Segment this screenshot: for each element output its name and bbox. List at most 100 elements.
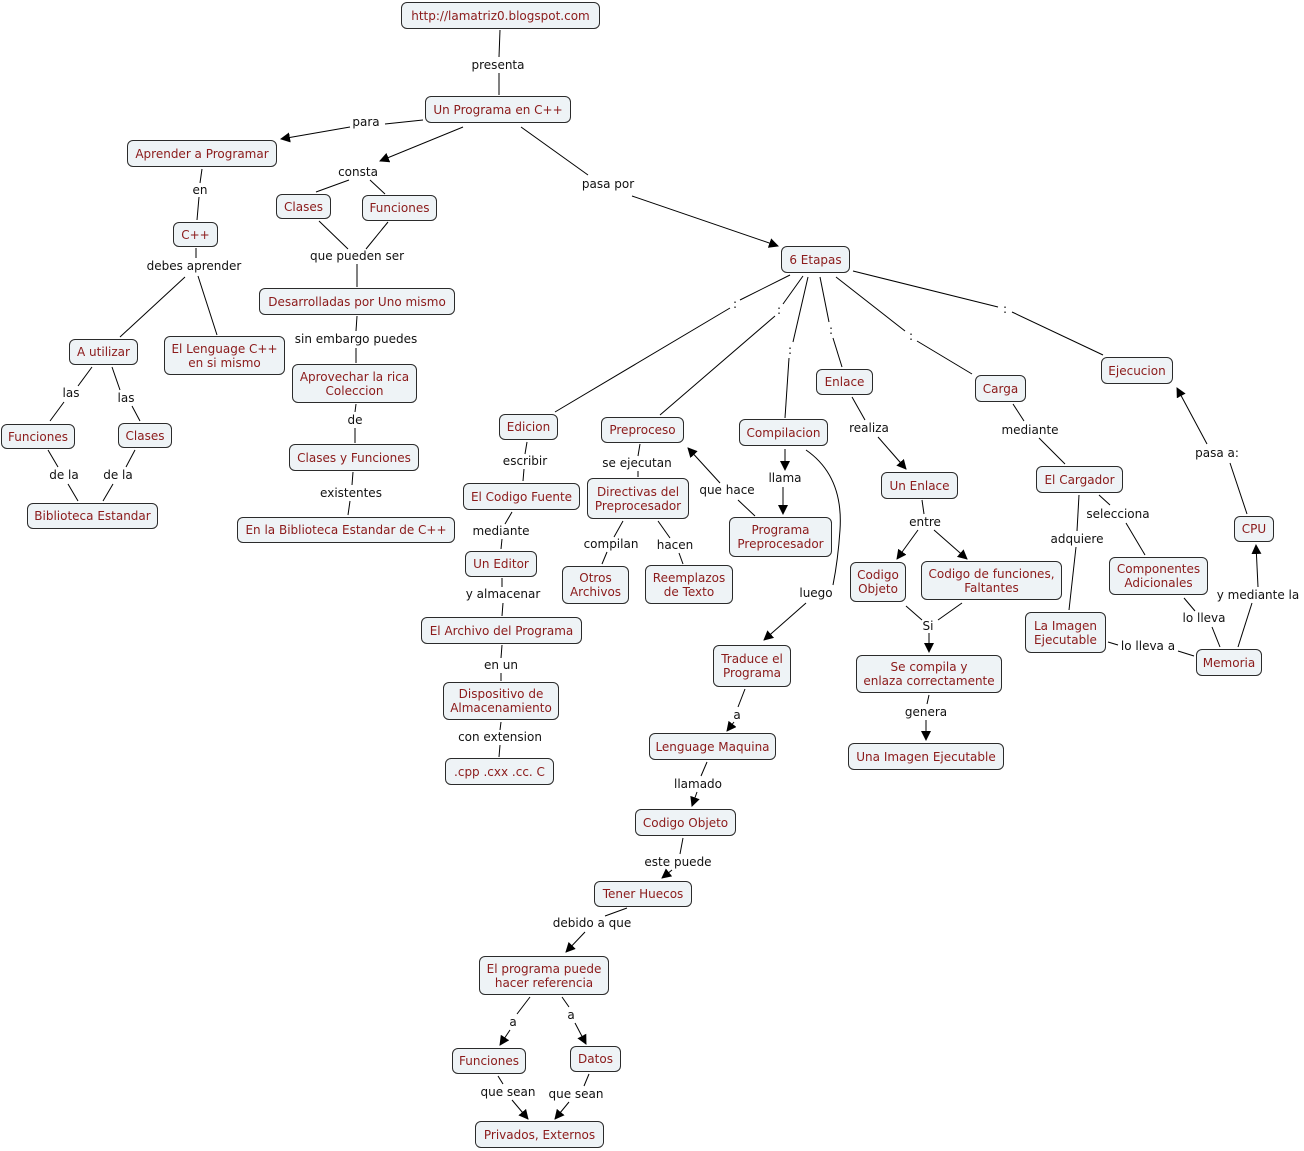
link-label: las [62,386,80,400]
concept-node[interactable]: Directivas del Preprocesador [587,478,689,519]
link-label: llama [768,471,802,485]
line-connector [1229,462,1248,515]
concept-node[interactable]: El programa puede hacer referencia [479,956,609,995]
line-connector [921,499,925,515]
concept-node[interactable]: Enlace [816,369,873,395]
line-connector [67,483,79,502]
concept-node[interactable]: Tener Huecos [594,881,692,907]
concept-node[interactable]: Codigo de funciones, Faltantes [921,561,1062,600]
line-connector [47,449,59,468]
concept-node[interactable]: Dispositivo de Almacenamiento [443,682,559,720]
link-label: entre [909,515,941,529]
concept-node[interactable]: Otros Archivos [562,566,629,604]
concept-node[interactable]: Clases [118,423,172,448]
concept-node[interactable]: Codigo Objeto [635,809,736,836]
arrow-connector [1251,544,1262,588]
arrow-connector [280,126,351,143]
concept-node[interactable]: El Archivo del Programa [421,617,582,644]
concept-node[interactable]: Codigo Objeto [850,562,906,602]
concept-node[interactable]: C++ [173,222,218,247]
concept-node[interactable]: Se compila y enlaza correctamente [856,655,1002,693]
line-connector [916,340,973,375]
curve-connector [805,449,841,586]
line-connector [835,276,906,332]
line-connector [197,275,218,336]
link-label: este puede [644,855,712,869]
link-label: : [787,343,793,357]
line-connector [601,551,608,565]
link-label: lo lleva a [1120,639,1176,653]
concept-node[interactable]: Carga [975,375,1026,402]
concept-node[interactable]: Aprovechar la rica Coleccion [292,364,417,403]
concept-node[interactable]: Traduce el Programa [713,645,791,687]
concept-node[interactable]: Privados, Externos [475,1121,604,1148]
concept-node[interactable]: http://lamatriz0.blogspot.com [401,2,600,29]
concept-node[interactable]: Un Editor [465,551,537,577]
link-label: adquiere [1050,532,1104,546]
link-label: sin embargo puedes [294,332,418,346]
link-label: pasa a: [1195,446,1239,460]
concept-node[interactable]: Reemplazos de Texto [645,565,733,604]
link-label: : [1002,302,1008,316]
concept-node[interactable]: Un Programa en C++ [425,96,571,123]
link-label: en [192,183,208,197]
concept-node[interactable]: Preproceso [601,417,684,443]
link-label: selecciona [1086,507,1150,521]
link-label: las [117,391,135,405]
concept-node[interactable]: Desarrolladas por Uno mismo [259,288,455,315]
concept-node[interactable]: .cpp .cxx .cc. C [445,758,554,785]
line-connector [77,366,93,387]
line-connector [1237,602,1253,648]
concept-node[interactable]: Funciones [1,424,75,449]
line-connector [497,1075,504,1085]
concept-node[interactable]: Ejecucion [1101,357,1173,384]
link-label: y almacenar [465,587,541,601]
link-label: genera [904,705,948,719]
concept-node[interactable]: Datos [570,1046,621,1072]
concept-node[interactable]: El Cargador [1036,466,1123,493]
line-connector [500,644,503,659]
line-connector [678,552,684,565]
concept-node[interactable]: Clases [276,194,331,219]
line-connector [679,837,684,855]
line-connector [111,366,121,391]
concept-node[interactable]: Componentes Adicionales [1109,557,1208,595]
concept-node[interactable]: Edicion [499,414,558,440]
concept-node[interactable]: A utilizar [69,339,138,365]
concept-node[interactable]: La Imagen Ejecutable [1025,612,1106,653]
concept-node[interactable]: Clases y Funciones [289,444,419,471]
link-label: : [776,303,782,317]
link-label: que sean [480,1085,536,1099]
concept-node[interactable]: Programa Preprocesador [729,517,832,557]
link-label: : [732,297,738,311]
link-label: debes aprender [146,259,242,273]
concept-node[interactable]: Memoria [1196,649,1262,676]
concept-node[interactable]: CPU [1234,516,1274,542]
concept-node[interactable]: El Lenguage C++ en si mismo [164,336,285,375]
line-connector [613,520,624,538]
line-connector [498,29,501,58]
arrow-connector [565,931,586,953]
concept-node[interactable]: 6 Etapas [781,246,850,273]
link-label: llamado [673,777,723,791]
concept-node[interactable]: Lenguage Maquina [649,733,776,760]
line-connector [583,1073,590,1087]
concept-node[interactable]: En la Biblioteca Estandar de C++ [237,517,455,543]
concept-node[interactable]: Una Imagen Ejecutable [848,743,1004,770]
concept-node[interactable]: Aprender a Programar [127,140,277,167]
link-label: a [567,1008,575,1022]
link-label: lo lleva [1182,611,1226,625]
link-label: para [352,115,380,129]
concept-node[interactable]: Compilacion [739,419,828,446]
concept-node[interactable]: Un Enlace [881,472,958,499]
concept-node[interactable]: Funciones [362,195,437,221]
line-connector [739,274,791,301]
line-connector [351,471,354,486]
line-connector [1098,494,1111,506]
link-label: de la [103,468,133,482]
concept-node[interactable]: Biblioteca Estandar [27,503,158,529]
concept-node[interactable]: Funciones [452,1048,526,1074]
line-connector [1012,403,1025,422]
concept-node[interactable]: El Codigo Fuente [463,483,580,510]
